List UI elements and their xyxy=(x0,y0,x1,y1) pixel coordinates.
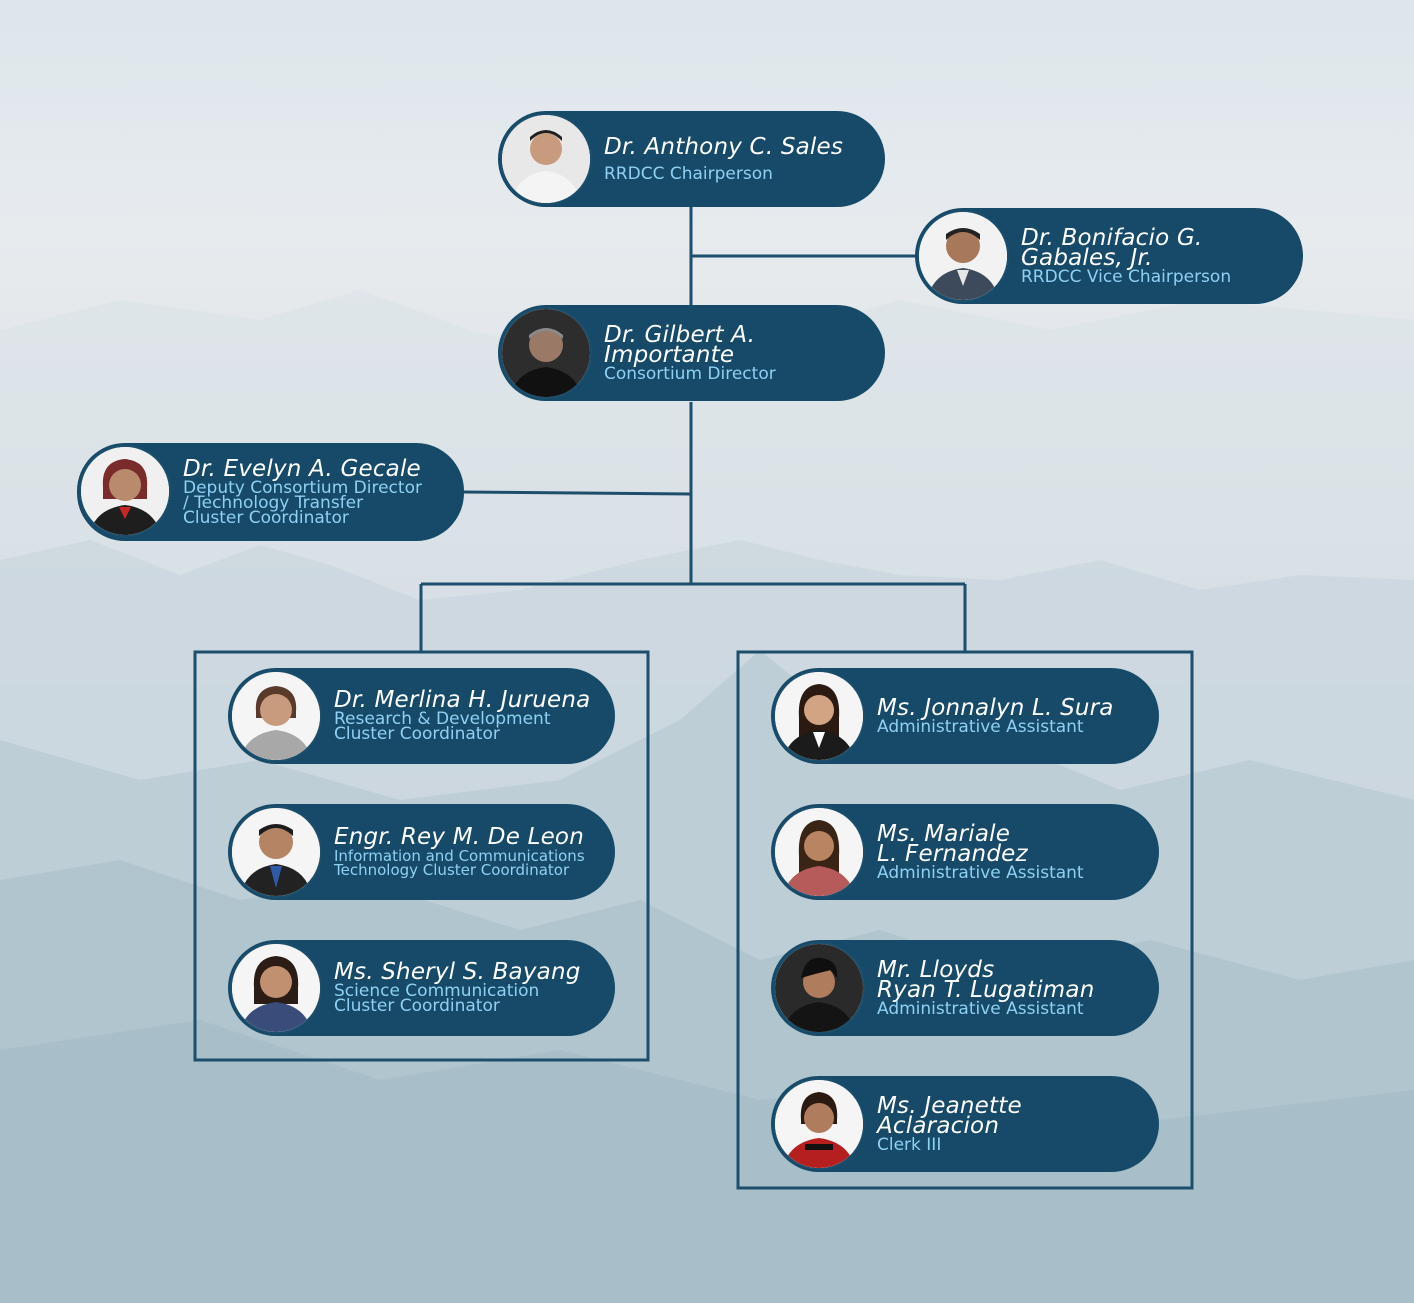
person-role: Deputy Consortium Director / Technology … xyxy=(183,477,422,528)
person-role: Clerk III xyxy=(877,1134,942,1155)
person-role: Research & Development Cluster Coordinat… xyxy=(334,709,551,744)
cluster-coordinator-text: Ms. Sheryl S. Bayang Science Communicati… xyxy=(334,940,597,1036)
person-name: Ms. Mariale L. Fernandez xyxy=(877,820,1028,867)
portrait-photo-icon xyxy=(917,210,1009,302)
portrait-photo-icon xyxy=(500,307,592,399)
person-role: Administrative Assistant xyxy=(877,716,1084,737)
portrait-photo-icon xyxy=(230,806,322,898)
person-name: Dr. Gilbert A. Importante xyxy=(604,321,756,368)
person-name: Ms. Jeanette Aclaracion xyxy=(877,1092,1022,1139)
vice-chairperson-text: Dr. Bonifacio G. Gabales, Jr. RRDCC Vice… xyxy=(1021,208,1285,304)
staff-card: Ms. Jonnalyn L. Sura Administrative Assi… xyxy=(771,668,1159,764)
staff-text: Ms. Jeanette Aclaracion Clerk III xyxy=(877,1076,1141,1172)
cluster-coordinator-card: Ms. Sheryl S. Bayang Science Communicati… xyxy=(228,940,615,1036)
staff-card: Mr. Lloyds Ryan T. Lugatiman Administrat… xyxy=(771,940,1159,1036)
director-text: Dr. Gilbert A. Importante Consortium Dir… xyxy=(604,305,867,401)
deputy-director-card: Dr. Evelyn A. Gecale Deputy Consortium D… xyxy=(77,443,464,541)
person-role: Consortium Director xyxy=(604,363,776,384)
portrait-photo-icon xyxy=(500,113,592,205)
person-role: Science Communication Cluster Coordinato… xyxy=(334,981,540,1016)
portrait-photo-icon xyxy=(230,942,322,1034)
portrait-photo-icon xyxy=(230,670,322,762)
portrait-photo-icon xyxy=(773,942,865,1034)
portrait-photo-icon xyxy=(79,445,171,537)
director-card: Dr. Gilbert A. Importante Consortium Dir… xyxy=(498,305,885,401)
cluster-coordinator-card: Dr. Merlina H. Juruena Research & Develo… xyxy=(228,668,615,764)
portrait-photo-icon xyxy=(773,1078,865,1170)
person-role: Administrative Assistant xyxy=(877,998,1084,1019)
person-name: Ms. Jonnalyn L. Sura xyxy=(877,694,1114,721)
staff-card: Ms. Jeanette Aclaracion Clerk III xyxy=(771,1076,1159,1172)
person-role: Administrative Assistant xyxy=(877,862,1084,883)
chairperson-text: Dr. Anthony C. Sales RRDCC Chairperson xyxy=(604,111,867,207)
staff-text: Mr. Lloyds Ryan T. Lugatiman Administrat… xyxy=(877,940,1141,1036)
person-name: Ms. Sheryl S. Bayang xyxy=(334,959,581,985)
person-role: Information and Communications Technolog… xyxy=(334,847,585,879)
portrait-photo-icon xyxy=(773,806,865,898)
deputy-director-text: Dr. Evelyn A. Gecale Deputy Consortium D… xyxy=(183,443,446,541)
chairperson-card: Dr. Anthony C. Sales RRDCC Chairperson xyxy=(498,111,885,207)
portrait-photo-icon xyxy=(773,670,865,762)
staff-text: Ms. Jonnalyn L. Sura Administrative Assi… xyxy=(877,668,1141,764)
person-name: Dr. Bonifacio G. Gabales, Jr. xyxy=(1021,224,1203,271)
cluster-coordinator-text: Engr. Rey M. De Leon Information and Com… xyxy=(334,804,597,900)
staff-text: Ms. Mariale L. Fernandez Administrative … xyxy=(877,804,1141,900)
person-name: Engr. Rey M. De Leon xyxy=(334,824,584,850)
cluster-coordinator-card: Engr. Rey M. De Leon Information and Com… xyxy=(228,804,615,900)
person-role: RRDCC Vice Chairperson xyxy=(1021,266,1232,287)
person-name: Dr. Anthony C. Sales xyxy=(604,133,844,160)
cluster-coordinator-text: Dr. Merlina H. Juruena Research & Develo… xyxy=(334,668,597,764)
person-name: Dr. Evelyn A. Gecale xyxy=(183,455,421,482)
person-role: RRDCC Chairperson xyxy=(604,163,773,184)
person-name: Dr. Merlina H. Juruena xyxy=(334,687,591,713)
vice-chairperson-card: Dr. Bonifacio G. Gabales, Jr. RRDCC Vice… xyxy=(915,208,1303,304)
person-name: Mr. Lloyds Ryan T. Lugatiman xyxy=(877,956,1095,1003)
staff-card: Ms. Mariale L. Fernandez Administrative … xyxy=(771,804,1159,900)
